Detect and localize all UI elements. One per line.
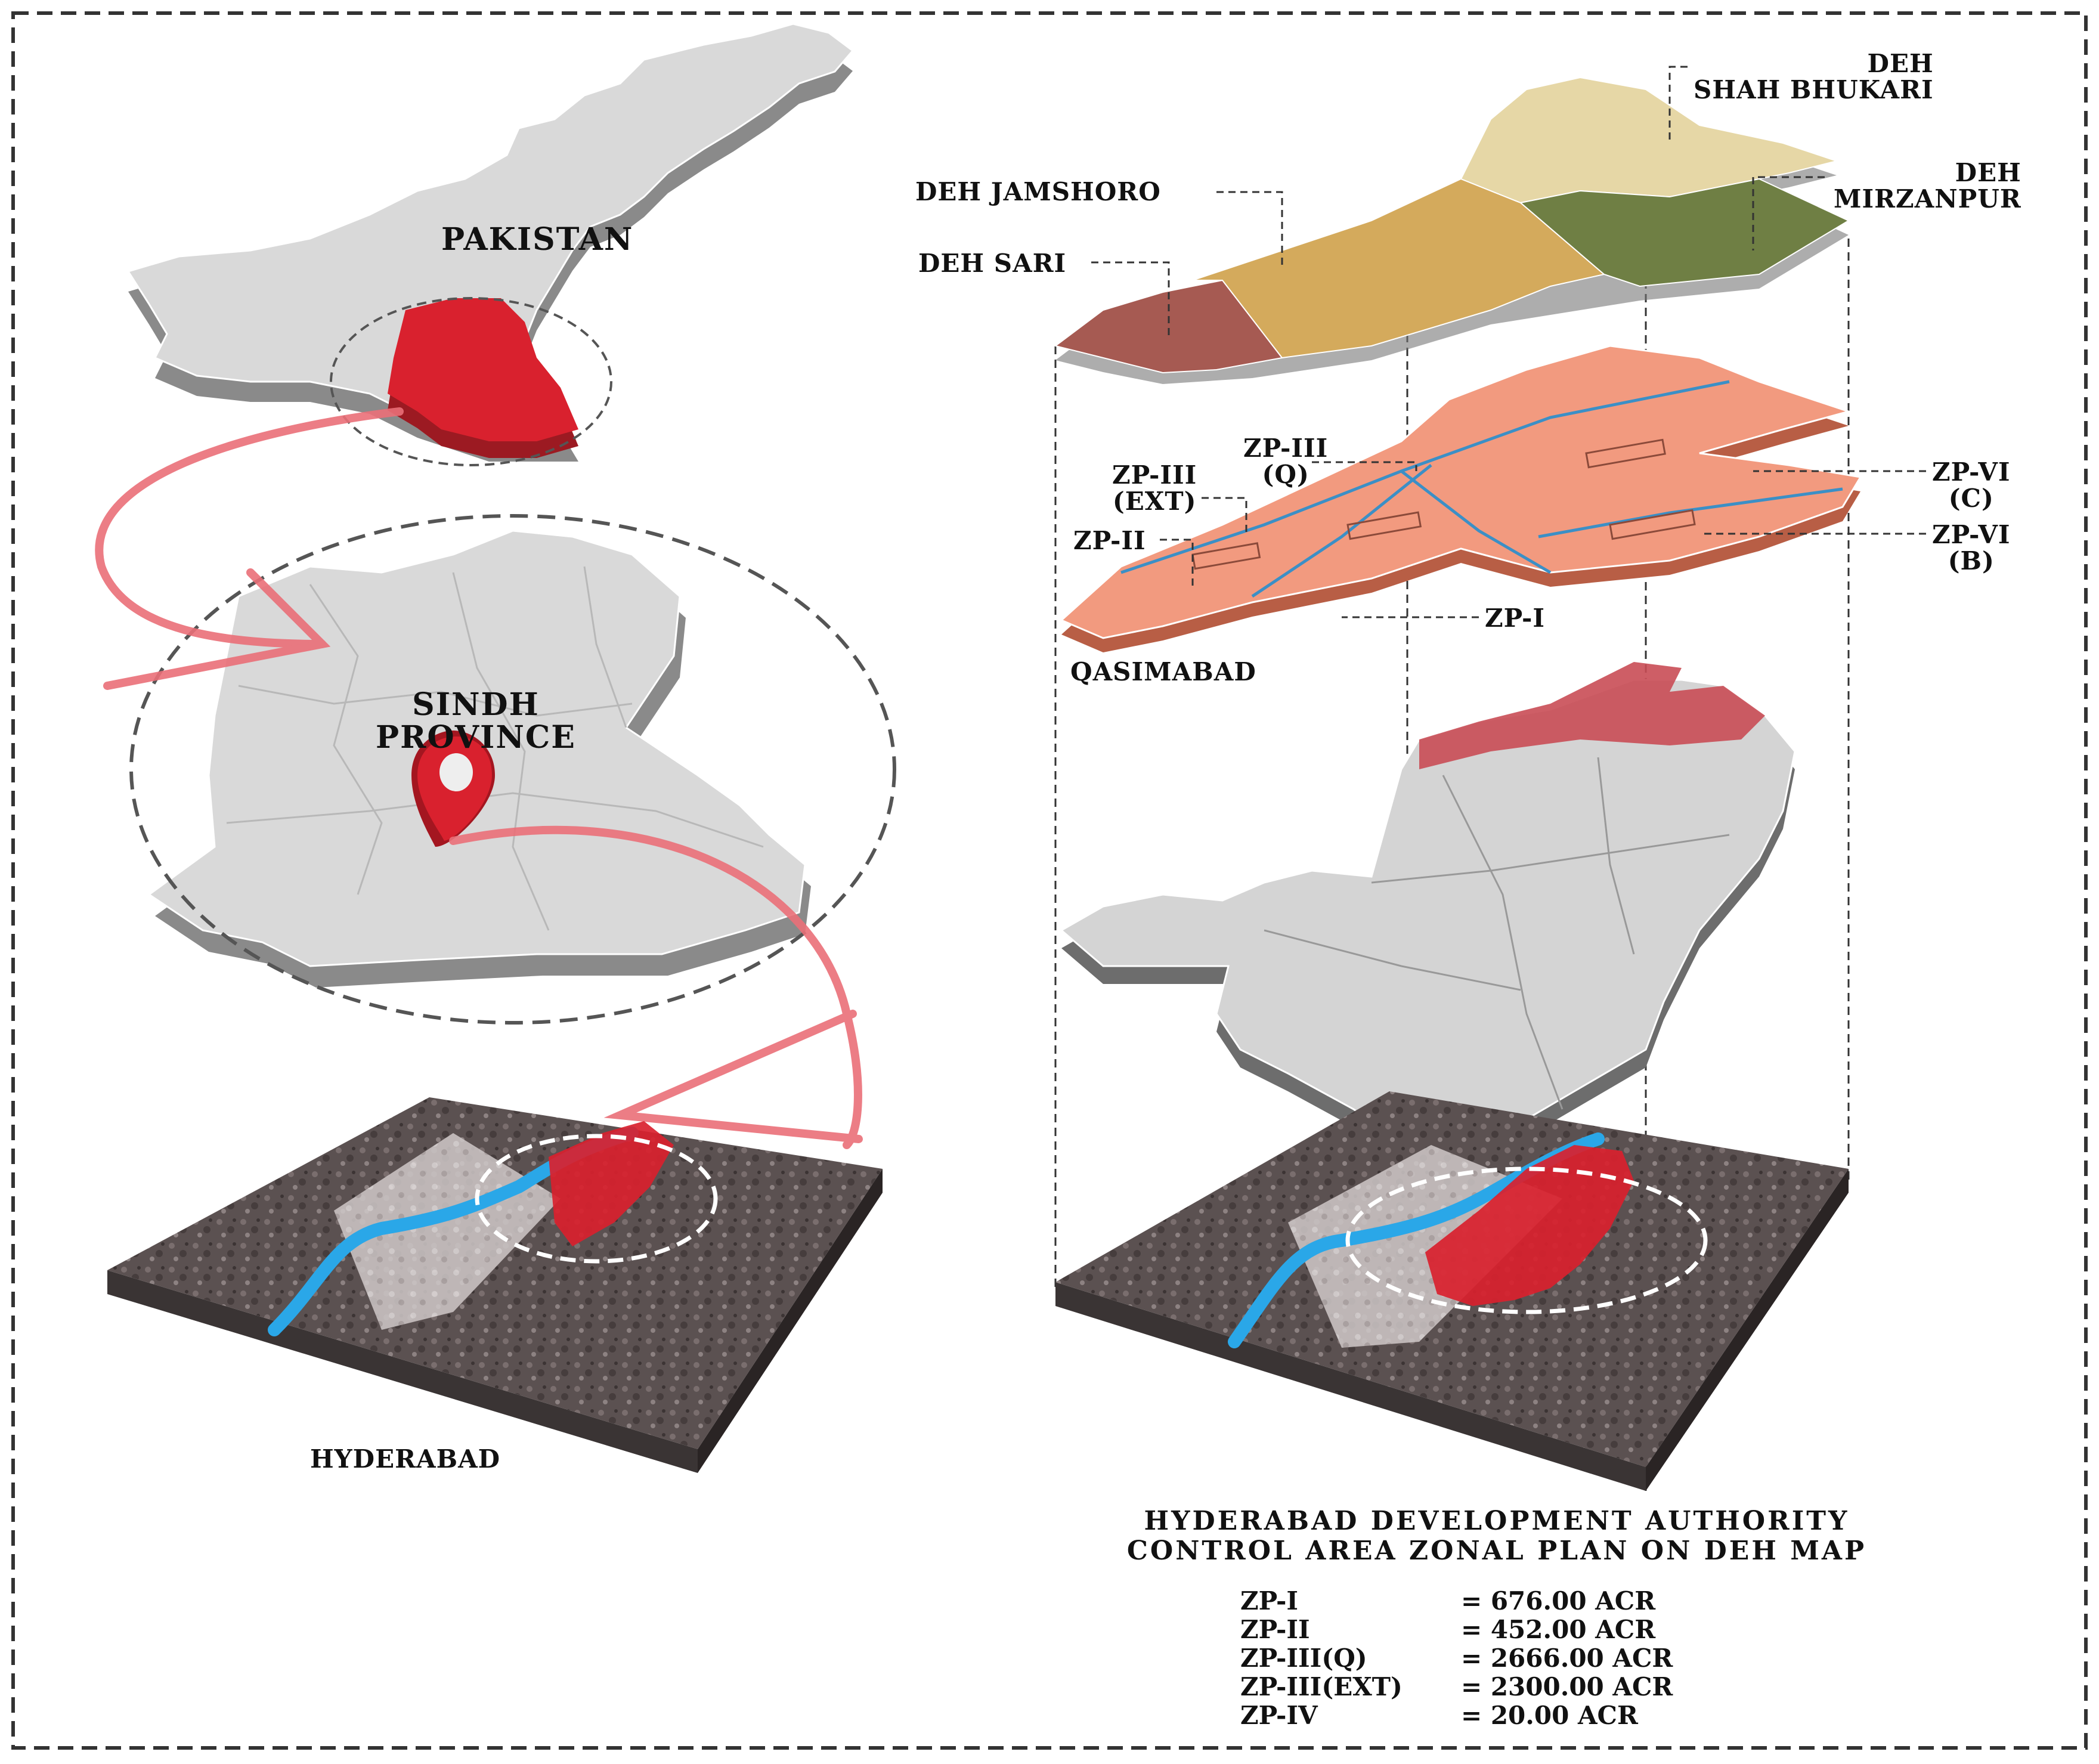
title-line-2: CONTROL AREA ZONAL PLAN ON DEH MAP — [1126, 1536, 1867, 1566]
hyderabad-highlight-right — [1425, 1145, 1634, 1306]
label-zp-vi-b: ZP-VI (B) — [1932, 520, 2011, 576]
label-zp-iii-ext: ZP-III (EXT) — [1112, 460, 1197, 516]
area-value: = 2300.00 ACR — [1461, 1672, 1673, 1701]
label-qasimabad: QASIMABAD — [1070, 657, 1256, 686]
zonal-plan-map — [1060, 345, 1862, 652]
pakistan-map — [126, 23, 855, 466]
area-zone: ZP-IV — [1240, 1701, 1318, 1730]
sindh-highlight — [388, 298, 578, 441]
area-zone: ZP-I — [1240, 1586, 1299, 1616]
hda-control-area-map — [1060, 662, 1796, 1193]
area-value: = 2666.00 ACR — [1461, 1644, 1673, 1673]
label-sindh-province: SINDH PROVINCE — [376, 686, 576, 756]
area-value: = 452.00 ACR — [1461, 1615, 1656, 1644]
label-deh-shah-bhukari: DEH SHAH BHUKARI — [1694, 49, 1934, 105]
sindh-focus-circle — [129, 514, 896, 1025]
outer-frame — [11, 11, 2088, 1750]
label-hyderabad: HYDERABAD — [310, 1444, 501, 1474]
deh-jamshoro — [1192, 178, 1606, 359]
title-line-1: HYDERABAD DEVELOPMENT AUTHORITY — [1144, 1506, 1850, 1536]
deh-map — [1054, 76, 1850, 384]
pakistan-focus-circle — [330, 297, 612, 466]
area-value: = 676.00 ACR — [1461, 1586, 1656, 1616]
sindh-map — [129, 514, 896, 1025]
area-zone: ZP-III(Q) — [1240, 1644, 1367, 1673]
label-deh-jamshoro: DEH JAMSHORO — [915, 177, 1161, 206]
zonal-plan-area — [1060, 345, 1862, 639]
hyderabad-highlight — [549, 1121, 674, 1246]
area-value: = 20.00 ACR — [1461, 1701, 1638, 1730]
label-zp-ii: ZP-II — [1073, 526, 1146, 555]
hyderabad-satellite-tile — [107, 1097, 883, 1473]
area-zone: ZP-II — [1240, 1615, 1310, 1644]
label-deh-mirzanpur: DEH MIRZANPUR — [1834, 158, 2021, 214]
hda-area-outline — [1060, 679, 1796, 1176]
leader-lines — [1091, 66, 1926, 618]
connector-arrows — [95, 407, 863, 1149]
label-deh-sari: DEH SARI — [918, 249, 1067, 278]
hda-north-highlight — [1419, 662, 1765, 769]
label-zp-i: ZP-I — [1485, 604, 1546, 633]
label-pakistan: PAKISTAN — [441, 221, 634, 258]
deh-mirzanpur — [1519, 178, 1850, 287]
label-zp-iii-q: ZP-III (Q) — [1243, 434, 1329, 490]
area-zone: ZP-III(EXT) — [1240, 1672, 1403, 1701]
hyderabad-satellite-tile-right — [1055, 1091, 1849, 1491]
label-zp-vi-c: ZP-VI (C) — [1932, 457, 2011, 513]
location-pin-icon — [411, 731, 495, 847]
